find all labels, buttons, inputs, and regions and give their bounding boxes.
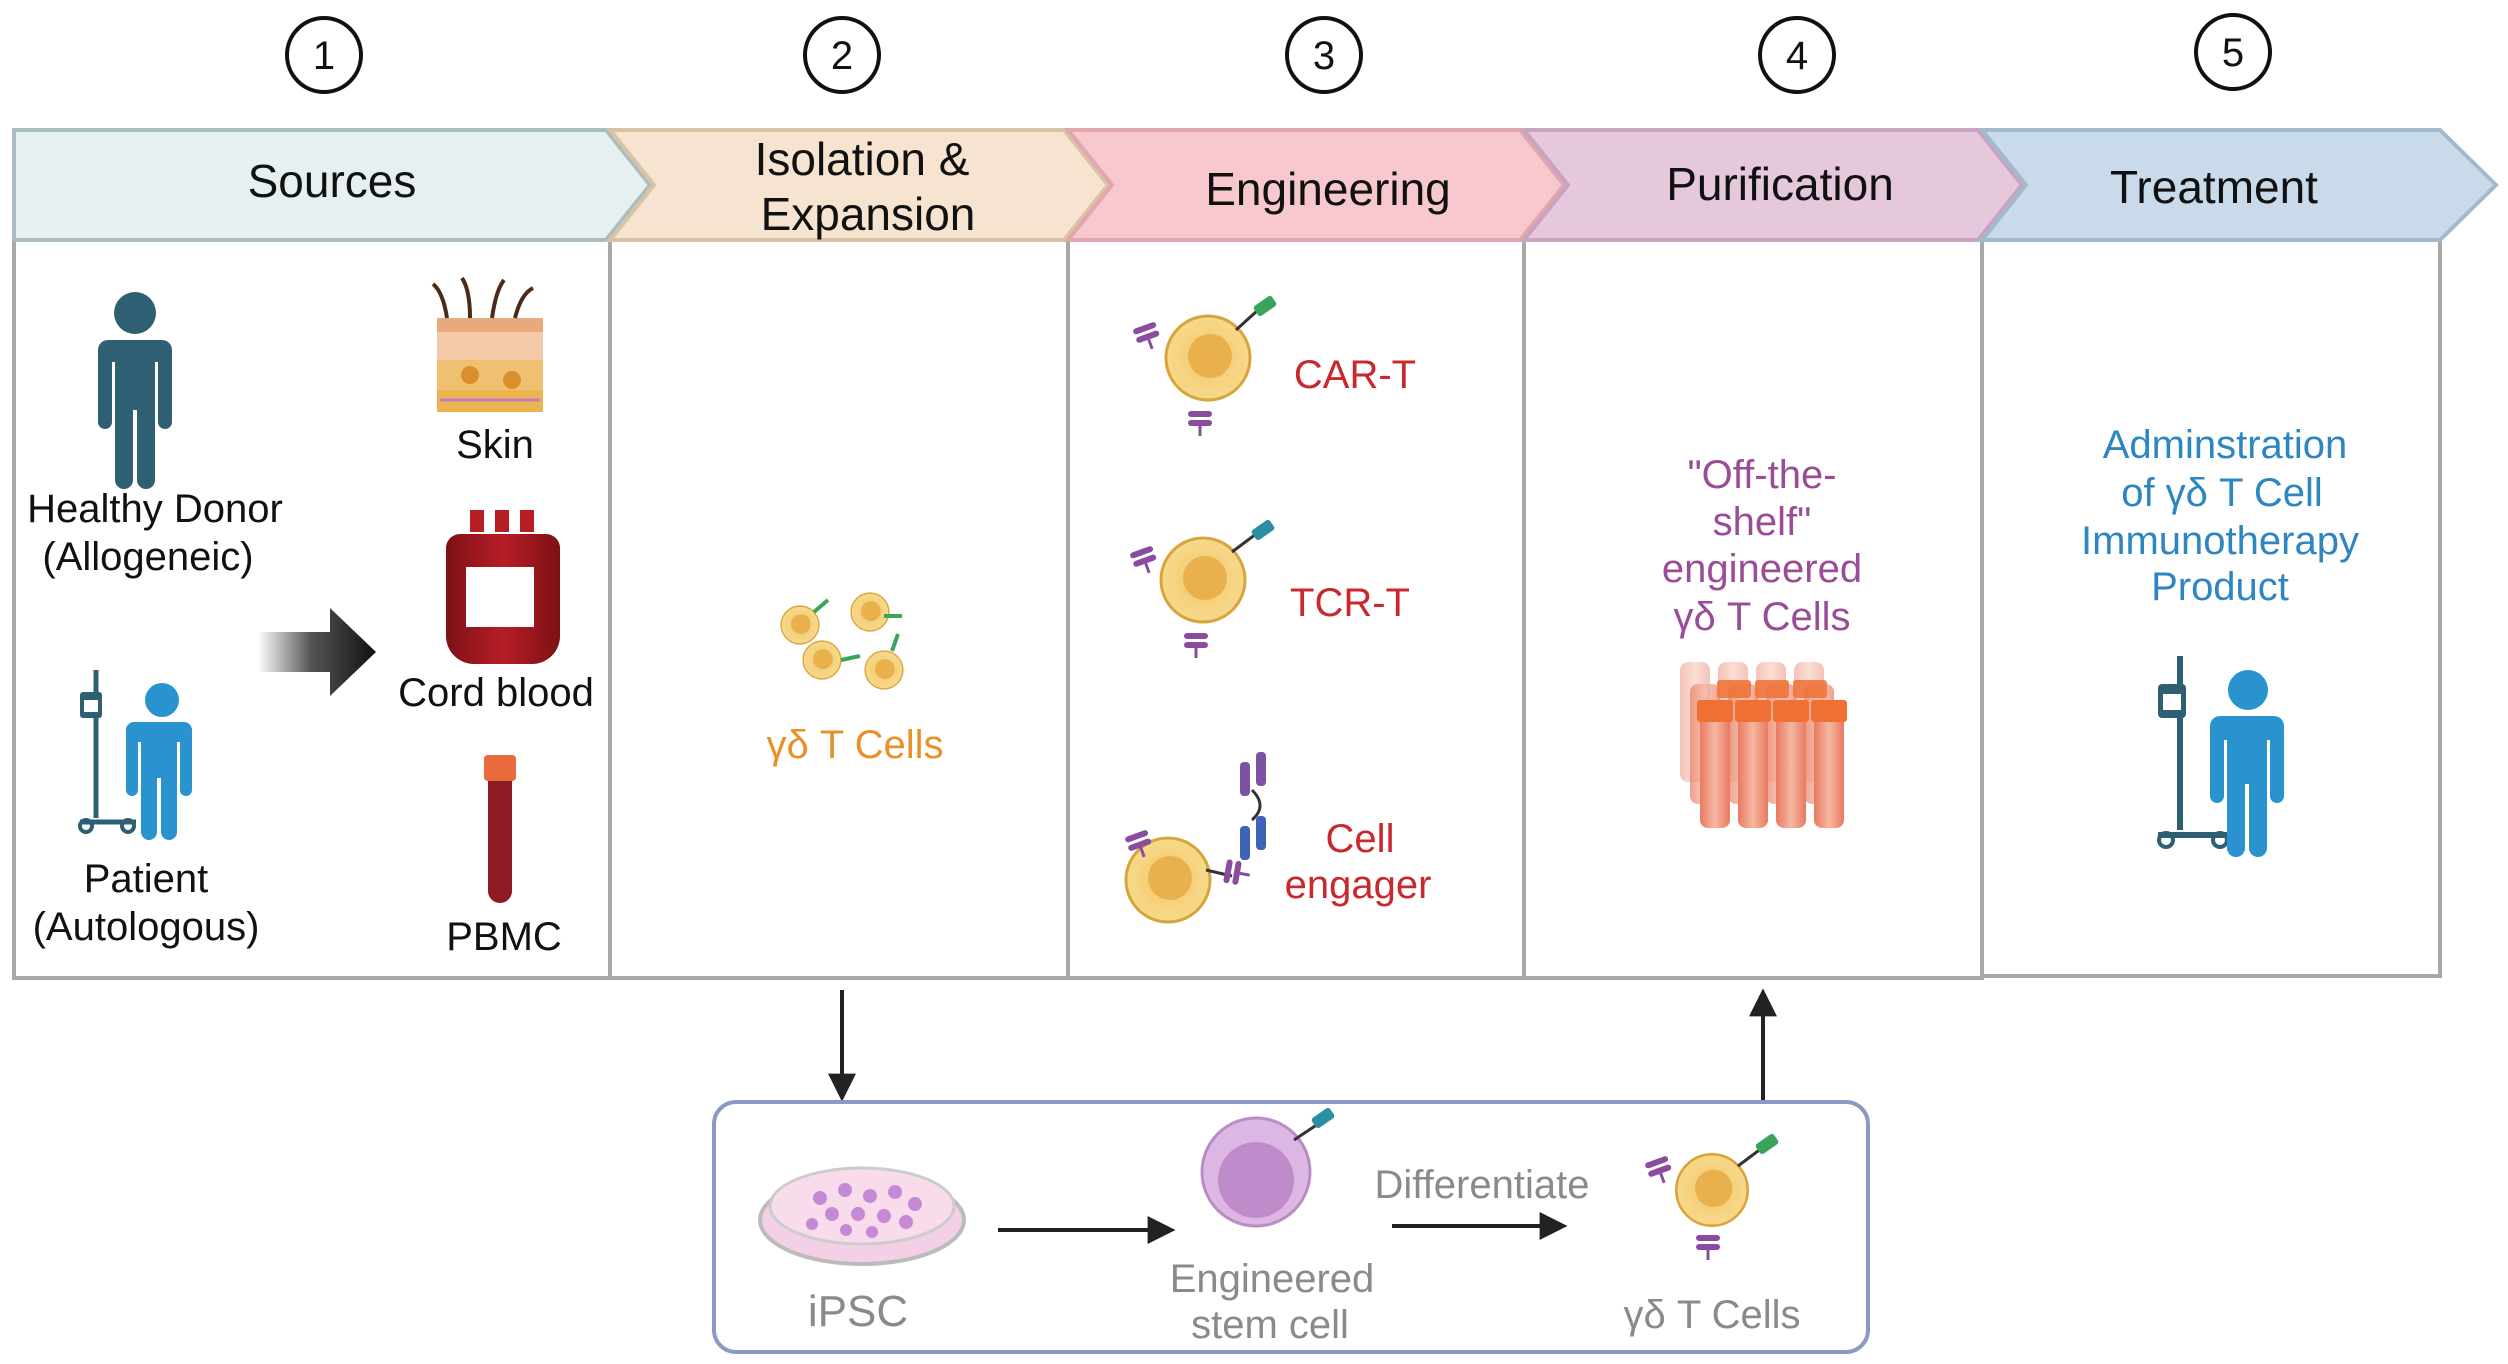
header-isolation-label-1: Isolation & <box>755 133 970 185</box>
step-number-1: 1 <box>285 16 363 94</box>
administration-label-3: Immunotherapy <box>2081 519 2359 563</box>
engineered-stem-cell-icon <box>1200 1107 1335 1228</box>
treatment-patient-iv-icon <box>2157 656 2284 857</box>
step-number-2: 2 <box>803 16 881 94</box>
purification-box <box>1522 238 1984 980</box>
svg-text:1: 1 <box>313 34 335 78</box>
healthy-donor-icon <box>98 292 172 489</box>
header-sources-label: Sources <box>248 155 417 207</box>
differentiate-label: Differentiate <box>1375 1163 1590 1207</box>
pbmc-label: PBMC <box>446 915 562 959</box>
header-treatment <box>1977 128 2499 242</box>
off-the-shelf-label-2: shelf" <box>1713 500 1812 544</box>
header-engineering <box>1063 128 1567 242</box>
gd-t-cells-label: γδ T Cells <box>766 723 943 767</box>
cell-engager-icon <box>1122 752 1266 924</box>
treatment-box <box>1980 238 2442 978</box>
engineered-stem-cell-label-1: Engineered <box>1170 1257 1375 1301</box>
off-the-shelf-label-3: engineered <box>1662 547 1862 591</box>
svg-text:4: 4 <box>1786 34 1808 78</box>
header-isolation-label-2: Expansion <box>761 188 976 240</box>
off-the-shelf-label-4: γδ T Cells <box>1673 595 1850 639</box>
ipsc-gd-t-cell-icon <box>1642 1133 1779 1262</box>
big-arrow-icon <box>258 608 376 696</box>
car-t-cell-icon <box>1130 295 1277 438</box>
patient-iv-icon <box>78 670 192 840</box>
header-sources <box>12 128 653 242</box>
column-boxes <box>12 238 2442 980</box>
step-number-4: 4 <box>1758 16 1836 94</box>
ipsc-path-box <box>712 1100 1870 1354</box>
tcr-t-cell-icon <box>1127 519 1275 660</box>
step-numbers: 1 2 3 4 5 <box>285 13 2272 94</box>
header-engineering-label: Engineering <box>1205 163 1451 215</box>
svg-text:2: 2 <box>831 34 853 78</box>
patient-label-2: (Autologous) <box>33 905 260 949</box>
header-isolation <box>605 128 1111 242</box>
ipsc-label: iPSC <box>808 1287 908 1336</box>
car-t-label: CAR-T <box>1294 353 1416 397</box>
administration-label-1: Adminstration <box>2103 423 2348 467</box>
svg-text:5: 5 <box>2222 31 2244 75</box>
cell-engager-label-1: Cell <box>1326 817 1395 861</box>
step-number-5: 5 <box>2194 13 2272 91</box>
cell-engager-label-2: engager <box>1285 863 1432 907</box>
isolation-box <box>608 238 1070 980</box>
header-chevrons <box>12 128 2499 242</box>
pbmc-tube-icon <box>484 755 516 903</box>
header-treatment-label: Treatment <box>2110 161 2318 213</box>
vials-icon <box>1680 662 1847 828</box>
petri-dish-icon <box>758 1166 966 1266</box>
step-number-3: 3 <box>1285 16 1363 94</box>
patient-label-1: Patient <box>84 857 209 901</box>
gd-t-cells-cluster-icon <box>780 592 904 690</box>
administration-label-4: Product <box>2151 565 2289 609</box>
ipsc-gd-t-cells-label: γδ T Cells <box>1623 1293 1800 1337</box>
tcr-t-label: TCR-T <box>1290 581 1410 625</box>
header-purification-label: Purification <box>1666 158 1894 210</box>
healthy-donor-label-2: (Allogeneic) <box>42 535 253 579</box>
svg-text:3: 3 <box>1313 34 1335 78</box>
healthy-donor-label-1: Healthy Donor <box>27 487 283 531</box>
skin-icon <box>431 276 543 412</box>
skin-label: Skin <box>456 423 534 467</box>
engineered-stem-cell-label-2: stem cell <box>1191 1303 1349 1347</box>
header-purification <box>1519 128 2025 242</box>
off-the-shelf-label-1: "Off-the- <box>1687 453 1836 497</box>
administration-label-2: of γδ T Cell <box>2121 471 2323 515</box>
cord-blood-label: Cord blood <box>398 671 594 715</box>
cord-blood-bag-icon <box>446 510 560 664</box>
